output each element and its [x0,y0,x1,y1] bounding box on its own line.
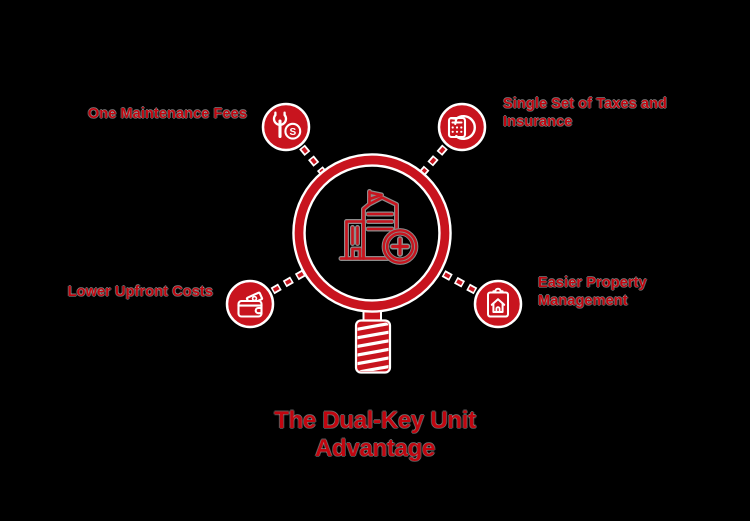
label-line: One Maintenance Fees [87,106,247,122]
node-maintenance: S [261,102,311,152]
clipboard-house-icon [487,287,509,318]
wallet-cash-icon [237,291,264,318]
node-management [473,279,523,329]
node-taxes [437,102,487,152]
diagram-title: The Dual-Key Unit Advantage [0,407,750,463]
building-zoom-plus-icon [341,192,419,265]
svg-text:S: S [289,127,296,138]
calculator-refresh-icon [447,115,476,140]
label-lower-upfront-costs: Lower Upfront Costs [68,284,213,302]
wrench-dollar-icon: S [272,111,302,140]
label-line: Management [538,292,628,309]
magnifier-ring [292,153,452,313]
handle-stripes [357,322,389,371]
label-single-set-of-taxes: Single Set of Taxes and Insurance [503,96,667,131]
title-line: The Dual-Key Unit [274,407,476,434]
node-upfront [225,279,275,329]
label-easier-property-management: Easier Property Management [538,275,647,310]
title-line: Advantage [315,435,435,462]
label-line: Single Set of Taxes and [503,96,667,112]
connector-lines [270,144,478,295]
node-circle [473,279,523,329]
label-line: Lower Upfront Costs [67,284,213,300]
magnifier-handle [354,302,392,374]
label-line: Insurance [503,113,573,130]
label-one-maintenance-fees: One Maintenance Fees [88,106,247,124]
label-line: Easier Property [538,275,647,291]
